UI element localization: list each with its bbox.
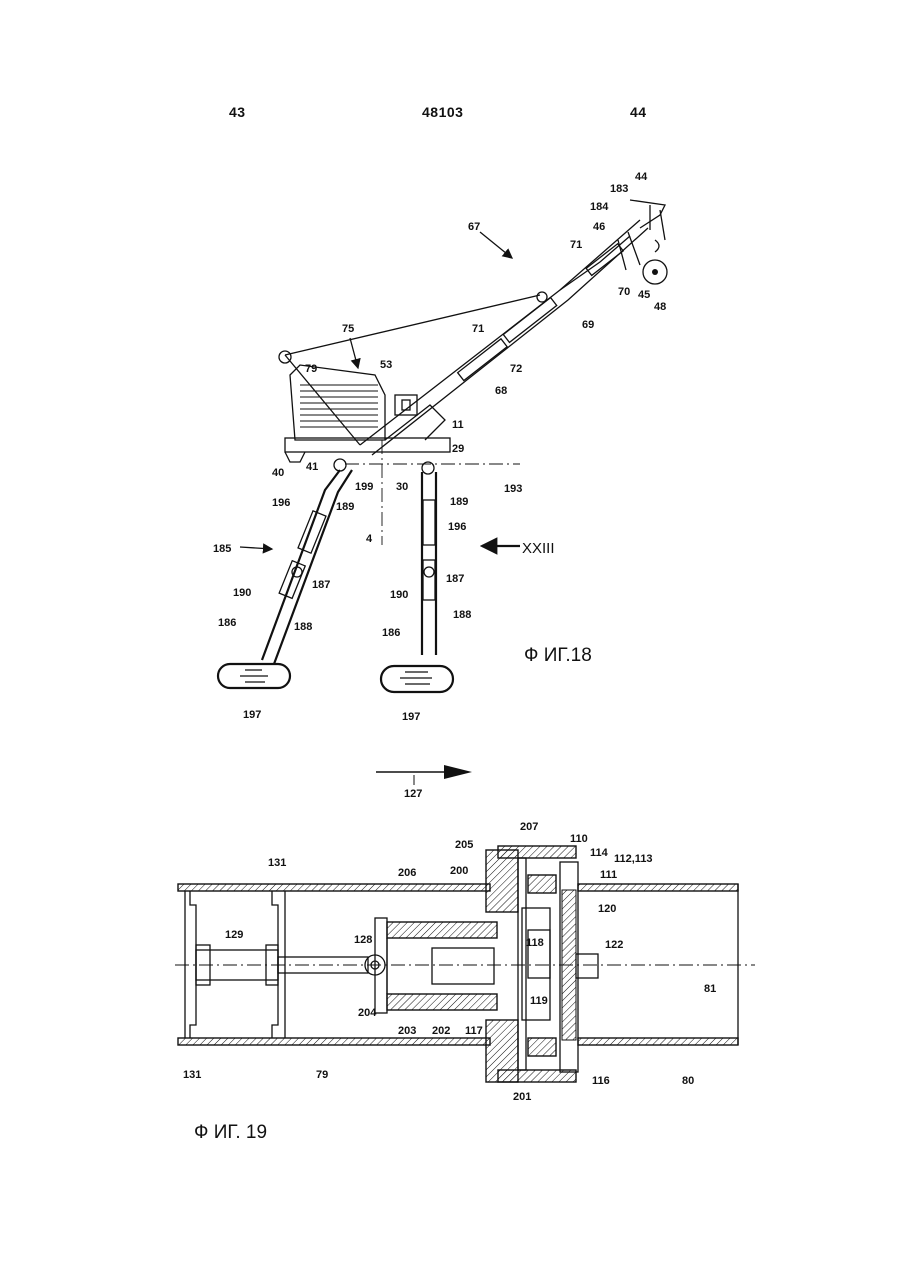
ref-label: 69: [582, 319, 594, 331]
ref-label: 67: [468, 221, 480, 233]
ref-label: 186: [382, 627, 400, 639]
ref-label: 131: [183, 1069, 201, 1081]
ref-label: 48: [654, 301, 666, 313]
ref-label: 203: [398, 1025, 416, 1037]
ref-label: 117: [465, 1025, 483, 1037]
ref-label: 53: [380, 359, 392, 371]
view-arrow-185: [240, 547, 272, 549]
figure-19: 207 110 205 114 112,113 131 206 200 111 …: [175, 821, 755, 1143]
ref-label: 188: [453, 609, 471, 621]
ref-label: 70: [618, 286, 630, 298]
ref-label: 79: [316, 1069, 328, 1081]
foot-pad-right: [381, 666, 453, 692]
ref-label: 116: [592, 1075, 610, 1087]
ref-label: 189: [450, 496, 468, 508]
ref-label: 112,113: [614, 853, 653, 865]
ref-label: 41: [306, 461, 318, 473]
ref-label: 197: [243, 709, 261, 721]
ref-label: 190: [233, 587, 251, 599]
guy-rope: [285, 295, 540, 355]
ref-label: 204: [358, 1007, 377, 1019]
ref-label: 75: [342, 323, 354, 335]
boom: [360, 200, 667, 455]
ref-label: 128: [354, 934, 372, 946]
view-mark-xxiii: XXIII: [522, 540, 555, 557]
ref-label: 200: [450, 865, 468, 877]
ref-label: 129: [225, 929, 243, 941]
ref-label: 120: [598, 903, 616, 915]
ref-label: 44: [635, 171, 648, 183]
ref-label: 183: [610, 183, 628, 195]
view-arrow-67: [480, 232, 512, 258]
view-arrow-75: [350, 338, 358, 368]
figure-18-caption: Ф ИГ.18: [524, 645, 592, 666]
pipe-79: [178, 884, 490, 1045]
flow-arrow-label: 127: [404, 788, 422, 800]
ref-label: 206: [398, 867, 416, 879]
rope-sheave: [279, 351, 291, 363]
ref-label: 189: [336, 501, 354, 513]
ref-label: 40: [272, 467, 284, 479]
ref-label: 71: [570, 239, 582, 251]
ref-label: 46: [593, 221, 605, 233]
ref-label: 111: [600, 869, 617, 881]
ref-label: 45: [638, 289, 650, 301]
ref-label: 196: [272, 497, 290, 509]
ref-label: 201: [513, 1091, 531, 1103]
ref-label: 114: [590, 847, 609, 859]
ref-label: 187: [312, 579, 330, 591]
ref-label: 72: [510, 363, 522, 375]
figure-19-caption: Ф ИГ. 19: [194, 1122, 267, 1143]
ref-label: 71: [472, 323, 484, 335]
ref-label: 207: [520, 821, 538, 833]
ref-label: 80: [682, 1075, 694, 1087]
ref-label: 131: [268, 857, 286, 869]
leg-left: [218, 459, 352, 688]
ref-label: 79: [305, 363, 317, 375]
ref-label: 188: [294, 621, 312, 633]
ref-label: 4: [366, 533, 373, 545]
ref-label: 205: [455, 839, 473, 851]
ref-label: 11: [452, 419, 464, 431]
ref-label: 30: [396, 481, 408, 493]
ref-label: 118: [526, 937, 544, 949]
ref-label: 68: [495, 385, 507, 397]
ref-label: 196: [448, 521, 466, 533]
flow-arrow: 127: [376, 765, 472, 800]
figure-18: 44 183 184 46 67 71 70 45 48 69 75 71 72…: [213, 171, 667, 723]
ref-label: 190: [390, 589, 408, 601]
ref-label: 184: [590, 201, 609, 213]
ref-label: 110: [570, 833, 588, 845]
ref-label: 185: [213, 543, 231, 555]
leg-right: [381, 462, 453, 692]
ref-label: 186: [218, 617, 236, 629]
ref-label: 122: [605, 939, 623, 951]
ref-label: 197: [402, 711, 420, 723]
ref-label: 119: [530, 995, 548, 1007]
coupling-hub: [375, 918, 497, 1013]
ref-label: 187: [446, 573, 464, 585]
machinery-house: [290, 365, 445, 440]
ref-label: 81: [704, 983, 716, 995]
ref-label: 202: [432, 1025, 450, 1037]
ref-label: 29: [452, 443, 464, 455]
ref-label: 193: [504, 483, 522, 495]
ref-label: 199: [355, 481, 373, 493]
